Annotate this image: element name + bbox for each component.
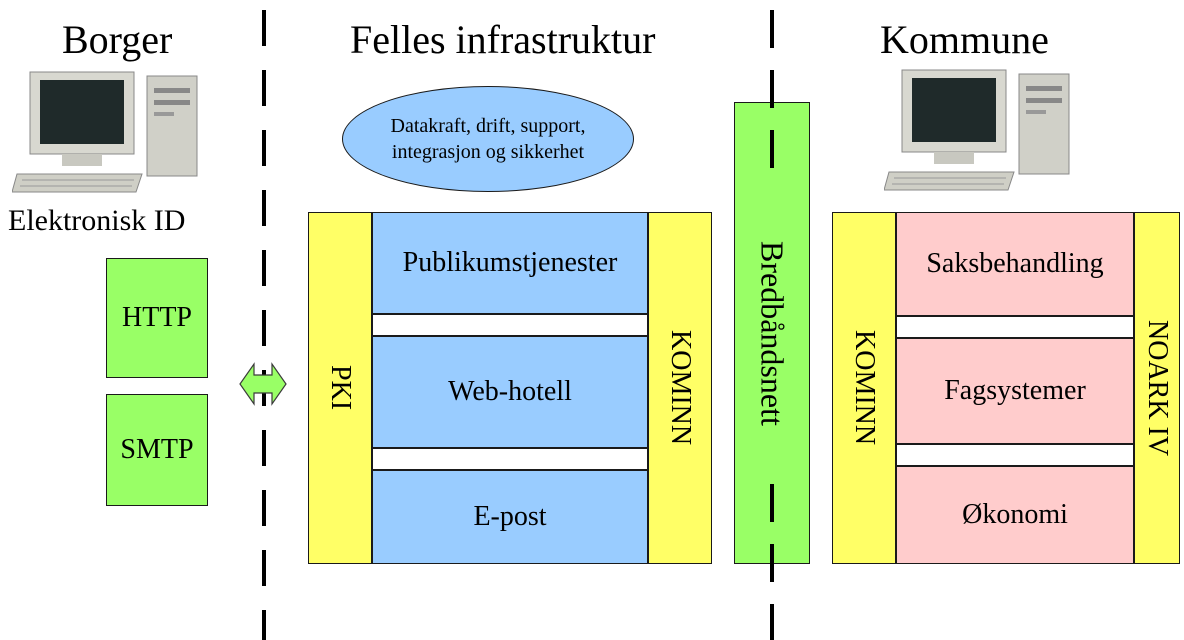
kominn-label-kommune: KOMINN <box>849 330 880 446</box>
http-box: HTTP <box>106 258 208 378</box>
computer-icon <box>12 71 198 193</box>
double-arrow-icon <box>239 362 287 406</box>
system-saksbehandling: Saksbehandling <box>896 212 1134 316</box>
system-gap <box>896 316 1134 338</box>
system-gap <box>896 444 1134 466</box>
pki-label: PKI <box>325 365 356 411</box>
bredbandsnett-label: Bredbåndsnett <box>754 240 791 426</box>
service-label: Web-hotell <box>448 376 572 407</box>
computer-icon <box>884 69 1070 191</box>
elektronisk-id-label: Elektronisk ID <box>8 204 186 237</box>
column-title-felles: Felles infrastruktur <box>350 17 656 62</box>
system-label: Fagsystemer <box>944 375 1086 406</box>
system-label: Økonomi <box>962 499 1068 530</box>
pki-bar: PKI <box>308 212 372 564</box>
column-title-borger: Borger <box>62 17 173 62</box>
smtp-label: SMTP <box>120 434 194 465</box>
noark-bar: NOARK IV <box>1134 212 1180 564</box>
service-gap <box>372 314 648 336</box>
service-web-hotell: Web-hotell <box>372 336 648 448</box>
system-label: Saksbehandling <box>926 248 1104 279</box>
cloud-ellipse: Datakraft, drift, support, integrasjon o… <box>342 86 634 192</box>
service-gap <box>372 448 648 470</box>
http-label: HTTP <box>122 302 192 333</box>
service-publikumstjenester: Publikumstjenester <box>372 212 648 314</box>
smtp-box: SMTP <box>106 394 208 506</box>
system-fagsystemer: Fagsystemer <box>896 338 1134 444</box>
kominn-bar-kommune: KOMINN <box>832 212 896 564</box>
service-label: E-post <box>473 501 547 532</box>
service-label: Publikumstjenester <box>402 247 618 278</box>
system-okonomi: Økonomi <box>896 466 1134 564</box>
kominn-bar-felles: KOMINN <box>648 212 712 564</box>
noark-label: NOARK IV <box>1142 319 1173 457</box>
service-e-post: E-post <box>372 470 648 564</box>
kominn-label-felles: KOMINN <box>665 330 696 446</box>
cloud-text: Datakraft, drift, support, integrasjon o… <box>390 115 586 163</box>
column-title-kommune: Kommune <box>880 17 1049 62</box>
